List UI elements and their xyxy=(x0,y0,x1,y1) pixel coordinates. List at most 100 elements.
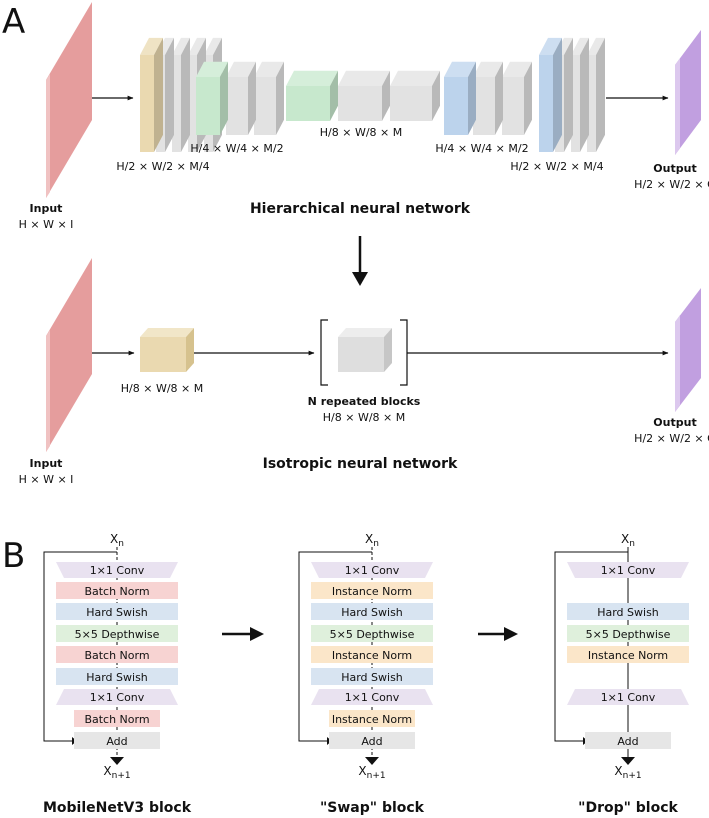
iso-repeat-title: N repeated blocks xyxy=(308,395,421,408)
hier-enc2-a-side xyxy=(248,61,256,135)
mobilenet-title: MobileNetV3 block xyxy=(43,800,192,816)
iso-input-sheet xyxy=(46,258,92,452)
mobilenet-bn1-shape xyxy=(56,582,178,599)
hier-enc1-a-front xyxy=(172,55,181,152)
hier-dec1-c-top xyxy=(587,37,605,55)
swap-l3: Hard Swish xyxy=(341,606,403,619)
mobilenet-l8: Batch Norm xyxy=(84,713,149,726)
hier-enc2-b-front xyxy=(254,77,276,135)
iso-stem-block xyxy=(140,328,194,372)
swap-add: Add xyxy=(361,735,382,748)
hier-mid-a-side xyxy=(382,70,390,121)
hier-enc2-b-top xyxy=(254,61,284,77)
drop-add-shape xyxy=(585,732,671,749)
mobilenet-l3: Hard Swish xyxy=(86,606,148,619)
hier-blocks xyxy=(140,37,605,152)
hier-enc1-tan-side xyxy=(154,37,163,152)
mobilenet-l2: Batch Norm xyxy=(84,585,149,598)
hier-output-dims: H/2 × W/2 × O xyxy=(634,178,709,191)
swap-l4: 5×5 Depthwise xyxy=(330,628,415,641)
hier-dim-2: H/4 × W/4 × M/2 xyxy=(190,142,283,155)
mobilenet-l5: Batch Norm xyxy=(84,649,149,662)
hier-dim-1: H/2 × W/2 × M/4 xyxy=(116,160,209,173)
mobilenet-add: Add xyxy=(106,735,127,748)
hier-dec1-blue-top xyxy=(539,37,562,55)
hier-input-sheet xyxy=(46,2,92,198)
hier-mid-b-front xyxy=(390,86,432,121)
mobilenet-l6: Hard Swish xyxy=(86,671,148,684)
swap-add-shape xyxy=(329,732,415,749)
drop-swish-shape xyxy=(567,603,689,620)
hier-dec2-a-top xyxy=(473,61,503,77)
hier-enc1-a-side xyxy=(181,37,190,152)
drop-l5: Instance Norm xyxy=(588,649,668,662)
transform-arrow-down xyxy=(352,236,368,286)
iso-input-title: Input xyxy=(30,457,63,470)
iso-repeat-dims: H/8 × W/8 × M xyxy=(323,411,405,424)
hier-enc1-a-top xyxy=(172,37,190,55)
hier-title: Hierarchical neural network xyxy=(250,201,471,217)
hier-enc1-tan-top xyxy=(140,37,163,55)
iso-stem-dims: H/8 × W/8 × M xyxy=(121,382,203,395)
drop-l3: Hard Swish xyxy=(597,606,659,619)
hier-dec2-a-side xyxy=(495,61,503,135)
mobilenet-add-shape xyxy=(74,732,160,749)
hier-dec1-a-side xyxy=(564,37,573,152)
swap-in3-shape xyxy=(329,710,415,727)
mobilenet-l7: 1×1 Conv xyxy=(90,691,145,704)
hier-enc1-b-front xyxy=(188,55,197,152)
hier-output-title: Output xyxy=(653,162,696,175)
hier-mid-green-front xyxy=(286,86,330,121)
hier-mid-b-side xyxy=(432,70,440,121)
mobilenet-bn3-shape xyxy=(74,710,160,727)
iso-output-sheet xyxy=(675,288,701,412)
drop-add: Add xyxy=(617,735,638,748)
mobilenet-block xyxy=(43,547,178,765)
swap-l6: Hard Swish xyxy=(341,671,403,684)
hier-input-title: Input xyxy=(30,202,63,215)
hier-dec2-blue-top xyxy=(444,61,476,77)
hier-dec1-blue-side xyxy=(553,37,562,152)
swap-in-label: Xn xyxy=(365,532,379,549)
mobilenet-in-label: Xn xyxy=(110,532,124,549)
hier-enc1-c-top xyxy=(204,37,222,55)
swap-l1: 1×1 Conv xyxy=(345,564,400,577)
hier-output-sheet xyxy=(675,30,701,155)
hier-dec2-b-top xyxy=(502,61,532,77)
swap-conv2-shape xyxy=(311,689,433,705)
hier-dec2-b-side xyxy=(524,61,532,135)
drop-out-label: Xn+1 xyxy=(614,764,641,781)
hier-dec1-b-top xyxy=(571,37,589,55)
drop-l4: 5×5 Depthwise xyxy=(586,628,671,641)
mobilenet-dw-shape xyxy=(56,625,178,642)
drop-title: "Drop" block xyxy=(578,800,678,816)
arrow-to-drop xyxy=(478,627,518,641)
hier-dim-4: H/4 × W/4 × M/2 xyxy=(435,142,528,155)
mobilenet-swish2-shape xyxy=(56,668,178,685)
swap-swish1-shape xyxy=(311,603,433,620)
swap-out-label: Xn+1 xyxy=(358,764,385,781)
hier-dim-3: H/8 × W/8 × M xyxy=(320,126,402,139)
swap-conv1-shape xyxy=(311,562,433,578)
iso-output-dims: H/2 × W/2 × O xyxy=(634,432,709,445)
iso-input-dims: H × W × I xyxy=(19,473,74,486)
hier-dim-5: H/2 × W/2 × M/4 xyxy=(510,160,603,173)
iso-title: Isotropic neural network xyxy=(263,456,458,472)
hier-mid-green-side xyxy=(330,70,338,121)
swap-block xyxy=(298,547,433,765)
swap-l5: Instance Norm xyxy=(332,649,412,662)
hier-enc2-a-front xyxy=(226,77,248,135)
arrow-to-swap xyxy=(222,627,264,641)
hier-enc2-green-front xyxy=(196,77,220,135)
hier-dec1-b-front xyxy=(571,55,580,152)
hier-mid-b-top xyxy=(390,70,440,86)
drop-conv1-shape xyxy=(567,562,689,578)
mobilenet-conv2-shape xyxy=(56,689,178,705)
swap-in2-shape xyxy=(311,646,433,663)
hier-dec1-c-front xyxy=(587,55,596,152)
panel-b-letter: B xyxy=(2,536,25,576)
drop-in-shape xyxy=(567,646,689,663)
hier-dec2-blue-side xyxy=(468,61,476,135)
hier-dec2-blue-front xyxy=(444,77,468,135)
